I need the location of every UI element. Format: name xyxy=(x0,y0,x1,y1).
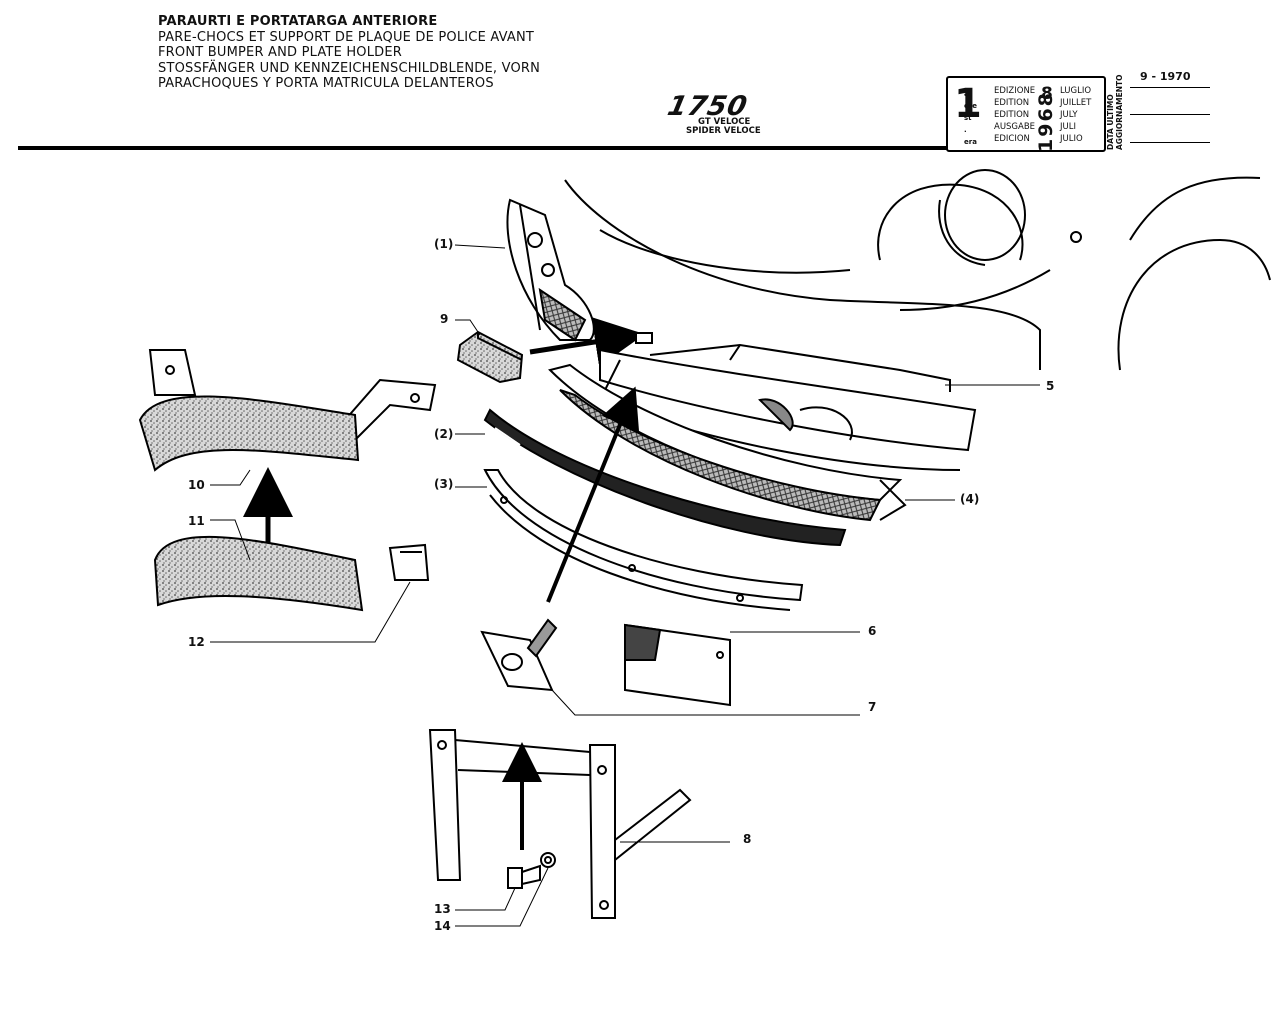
model-badge: 1750 GT VELOCE SPIDER VELOCE xyxy=(665,91,761,136)
part-6-plate-bracket xyxy=(624,623,731,707)
edition-label: EDIZIONE xyxy=(994,86,1036,96)
callout-11: 11 xyxy=(188,514,205,528)
part-1-bumper-corner xyxy=(506,198,595,342)
header-rule xyxy=(18,146,948,150)
callout-8: 8 xyxy=(743,832,752,846)
callout-5: 5 xyxy=(1046,379,1055,393)
update-line xyxy=(1130,142,1210,143)
callout-2: (2) xyxy=(434,427,454,441)
edition-label: EDITION xyxy=(994,98,1030,108)
model-variant-spider: SPIDER VELOCE xyxy=(686,126,761,136)
part-2-rubber-strip xyxy=(483,408,847,547)
leader-13 xyxy=(455,887,516,911)
part-10-overrider xyxy=(138,349,437,472)
part-4-bumper-mesh xyxy=(548,363,907,522)
part-14-washer xyxy=(540,852,556,868)
edition-month: JULIO xyxy=(1060,134,1083,144)
edition-box: 1 a ere st . era EDIZIONE EDITION EDITIO… xyxy=(946,76,1106,152)
edition-label: EDITION xyxy=(994,110,1030,120)
update-line xyxy=(1130,87,1210,88)
update-line xyxy=(1130,114,1210,115)
edition-suffix: era xyxy=(964,138,977,146)
edition-suffix: . xyxy=(964,126,967,134)
edition-day: 8 xyxy=(1041,84,1053,104)
callout-14: 14 xyxy=(434,919,451,933)
title-spanish: PARACHOQUES Y PORTA MATRICULA DELANTEROS xyxy=(158,76,494,91)
edition-suffix: a xyxy=(964,90,969,98)
leader-9 xyxy=(455,319,481,336)
callout-1: (1) xyxy=(434,237,454,251)
edition-month: JULI xyxy=(1060,122,1076,132)
callout-3: (3) xyxy=(434,477,454,491)
edition-month: JUILLET xyxy=(1060,98,1092,108)
callout-7: 7 xyxy=(868,700,877,714)
callout-12: 12 xyxy=(188,635,205,649)
leader-7 xyxy=(551,689,860,716)
part-13-bolt xyxy=(507,864,541,889)
title-english: FRONT BUMPER AND PLATE HOLDER xyxy=(158,45,403,60)
title-italian: PARAURTI E PORTATARGA ANTERIORE xyxy=(158,14,438,29)
title-block: PARAURTI E PORTATARGA ANTERIORE PARE-CHO… xyxy=(158,14,540,92)
car-body-outline xyxy=(564,169,1271,371)
leader-14 xyxy=(455,867,549,927)
callout-13: 13 xyxy=(434,902,451,916)
leader-11 xyxy=(210,519,251,561)
edition-label: AUSGABE xyxy=(994,122,1036,132)
edition-month: JULY xyxy=(1060,110,1078,120)
edition-suffix: ere xyxy=(964,102,977,110)
edition-month: LUGLIO xyxy=(1060,86,1092,96)
callout-4: (4) xyxy=(960,492,980,506)
part-11-overrider-cover xyxy=(153,535,364,612)
callout-9: 9 xyxy=(440,312,449,326)
part-8-plate-frame xyxy=(428,729,692,919)
leader-12 xyxy=(210,581,411,643)
last-update-date: 9 - 1970 xyxy=(1140,70,1191,83)
title-german: STOSSFÄNGER UND KENNZEICHENSCHILDBLENDE,… xyxy=(158,60,541,76)
callout-10: 10 xyxy=(188,478,205,492)
part-7-bolt-pad xyxy=(480,618,558,692)
leader-1 xyxy=(454,244,506,249)
part-3-lower-trim xyxy=(483,469,804,611)
edition-number: 1 xyxy=(954,81,982,127)
leader-10 xyxy=(210,469,251,486)
part-9-rubber-pad xyxy=(456,330,524,384)
callout-6: 6 xyxy=(868,624,877,638)
title-french: PARE-CHOCS ET SUPPORT DE PLAQUE DE POLIC… xyxy=(158,29,535,45)
model-variant-gt: GT VELOCE xyxy=(698,117,751,127)
edition-label: EDICION xyxy=(994,134,1030,144)
part-12-clip xyxy=(388,543,430,581)
edition-suffix: st xyxy=(964,114,972,122)
